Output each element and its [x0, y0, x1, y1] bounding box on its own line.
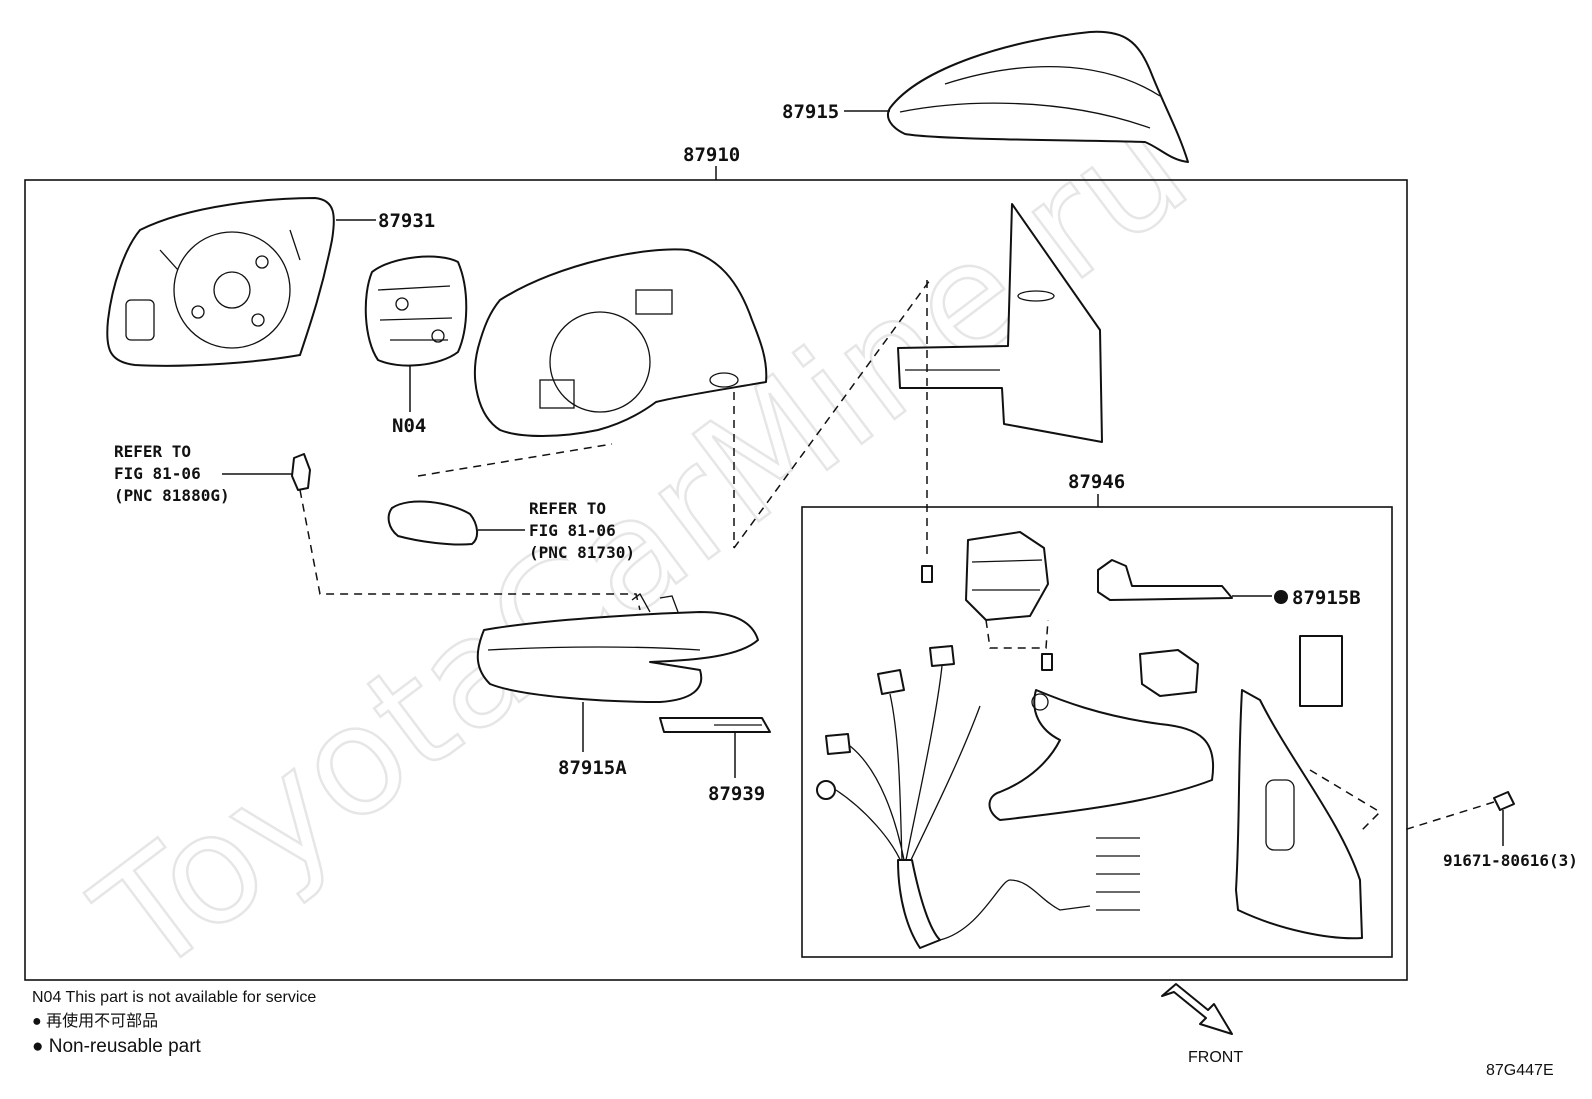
ref-lamp-line3: (PNC 81730) [529, 543, 635, 562]
subassembly-frame-87946 [801, 506, 1393, 958]
folding-bracket [988, 689, 1215, 821]
label-87946: 87946 [1068, 471, 1125, 493]
non-reusable-dot-87915B [1274, 590, 1288, 604]
dash-screw-91671 [1403, 801, 1495, 831]
mirror-base-bracket [897, 203, 1103, 443]
mirror-housing [474, 248, 768, 437]
label-87939: 87939 [708, 783, 765, 805]
front-label: FRONT [1188, 1049, 1243, 1066]
ref-bulb-line3: (PNC 81880G) [114, 486, 230, 505]
connector-block [1139, 649, 1199, 697]
retract-motor [965, 531, 1049, 621]
bulb-part [291, 453, 311, 491]
label-87915B: 87915B [1292, 587, 1361, 609]
side-turn-lamp-87915A [476, 593, 759, 703]
label-87931: 87931 [378, 210, 435, 232]
mirror-base-cover [1235, 689, 1363, 940]
dash-lens [417, 443, 613, 477]
label-n04: N04 [392, 415, 426, 437]
wire-harness [816, 645, 1140, 949]
clip-87915B [1097, 559, 1233, 601]
screw-91671 [1493, 791, 1515, 811]
ref-lamp-line1: REFER TO [529, 499, 606, 518]
label-87915: 87915 [782, 101, 839, 123]
ref-lamp-line2: FIG 81-06 [529, 521, 616, 540]
pad-square [1299, 635, 1343, 707]
dash-cover [1309, 769, 1382, 831]
drawing-code: 87G447E [1486, 1062, 1554, 1079]
note-n04: N04 This part is not available for servi… [32, 989, 316, 1006]
note-jp: ● 再使用不可部品 [32, 1012, 158, 1030]
screw-upper [921, 565, 933, 583]
label-91671: 91671-80616(3) [1443, 851, 1578, 870]
screw-lower [1041, 653, 1053, 671]
note-en: ● Non-reusable part [32, 1036, 202, 1057]
mirror-cover-87915 [886, 30, 1189, 163]
mirror-glass-87931 [106, 197, 335, 367]
mirror-actuator-n04 [364, 255, 468, 367]
turn-lamp-lens [387, 500, 478, 546]
strip-87939 [659, 717, 771, 733]
label-87910: 87910 [683, 144, 740, 166]
ref-bulb-line2: FIG 81-06 [114, 464, 201, 483]
ref-bulb-line1: REFER TO [114, 442, 191, 461]
front-arrow-icon [1161, 983, 1233, 1035]
label-87915A: 87915A [558, 757, 627, 779]
dash-motor-to-screw [985, 619, 1049, 649]
